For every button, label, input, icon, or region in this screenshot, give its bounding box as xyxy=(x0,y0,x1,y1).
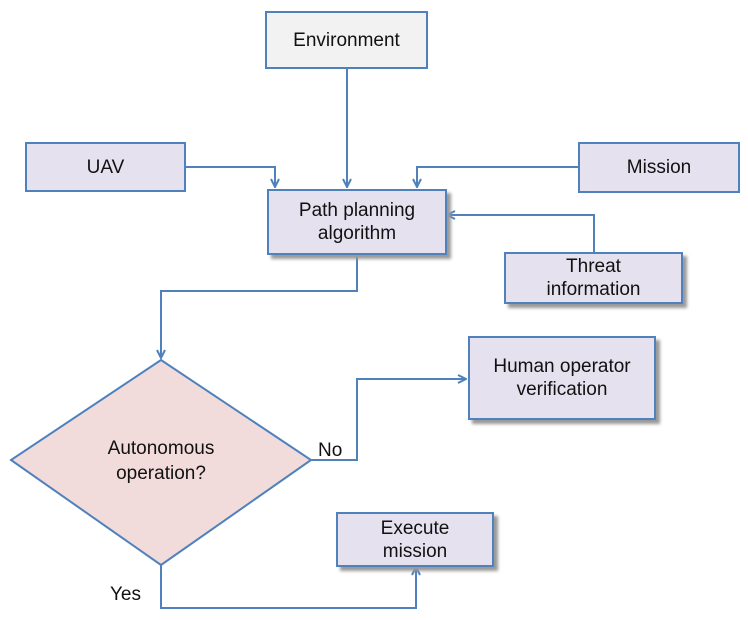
path-planning-node: Path planning algorithm xyxy=(267,189,447,255)
edge-decision-to-human xyxy=(311,379,466,461)
threat-information-node: Threat information xyxy=(504,252,683,304)
edge-threat-to-path xyxy=(447,215,595,252)
decision-label: Autonomous operation? xyxy=(107,438,215,484)
environment-node: Environment xyxy=(265,11,428,69)
human-operator-node: Human operator verification xyxy=(468,336,656,420)
edge-label-yes: Yes xyxy=(110,584,141,605)
mission-node: Mission xyxy=(578,142,740,193)
execute-mission-node: Execute mission xyxy=(336,512,494,567)
edge-mission-to-path xyxy=(417,166,578,187)
uav-node: UAV xyxy=(25,142,186,192)
edge-path-to-decision xyxy=(161,255,358,358)
edge-decision-to-execute xyxy=(160,565,416,609)
edge-uav-to-path xyxy=(186,166,275,187)
edge-label-no: No xyxy=(318,440,343,461)
